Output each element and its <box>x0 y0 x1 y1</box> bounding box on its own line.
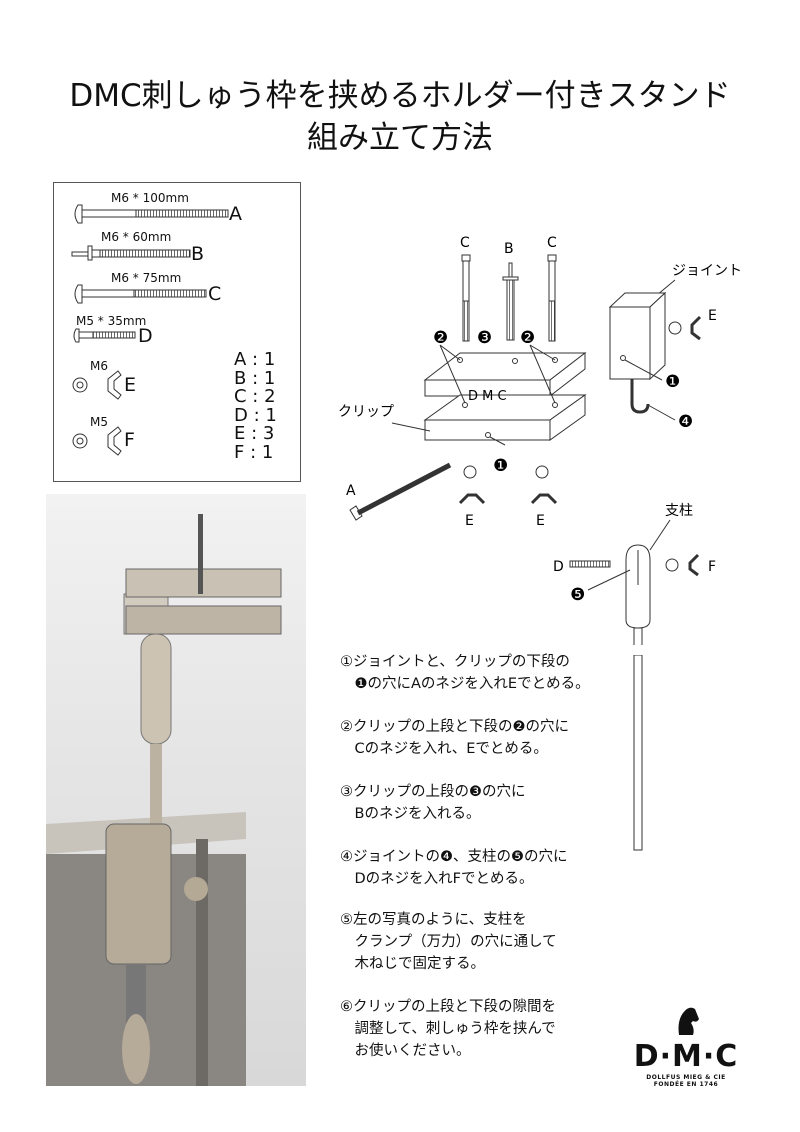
instruction-6: ⑥クリップの上段と下段の隙間を 調整して、刺しゅう枠を挟んで お使いください。 <box>340 996 556 1062</box>
instruction-2-line-2: Cのネジを入れ、Eでとめる。 <box>340 741 548 757</box>
instruction-6-line-3: お使いください。 <box>340 1043 471 1059</box>
washer-nut-e-icon <box>72 370 122 400</box>
instruction-1: ①ジョイントと、クリップの下段の ❶の穴にAのネジを入れEでとめる。 <box>340 651 590 695</box>
mark-2-left: ❷ <box>433 328 448 348</box>
part-f-spec: M5 <box>90 415 108 429</box>
parts-list: M6 * 100mm A M6 * 60mm B M6 * 75mm C M5 … <box>53 182 301 482</box>
horse-head-icon <box>678 1007 699 1035</box>
part-a-spec: M6 * 100mm <box>111 191 189 205</box>
clip-dmc-text: D M C <box>468 389 507 404</box>
count-f: F : 1 <box>234 441 274 463</box>
instruction-1-line-2: ❶の穴にAのネジを入れEでとめる。 <box>340 676 590 692</box>
instruction-2-line-1: ②クリップの上段と下段の❷の穴に <box>340 719 569 735</box>
logo-line-1: DOLLFUS MIEG & CIE <box>646 1074 726 1081</box>
e-label-1: E <box>465 513 474 529</box>
count-a: A : 1 <box>234 349 276 370</box>
bolt-b-label: B <box>504 241 514 257</box>
count-d: D : 1 <box>234 404 277 426</box>
count-c: C : 2 <box>234 386 276 407</box>
d-label: D <box>553 559 564 575</box>
instruction-3: ③クリップの上段の❸の穴に Bのネジを入れる。 <box>340 781 526 825</box>
instruction-5-line-3: 木ねじで固定する。 <box>340 956 485 972</box>
part-b-spec: M6 * 60mm <box>101 230 172 244</box>
instruction-3-line-1: ③クリップの上段の❸の穴に <box>340 784 526 800</box>
bolts-top-icon <box>461 254 557 342</box>
instruction-5-line-2: クランプ（万力）の穴に通して <box>340 934 557 950</box>
bolt-c-left-label: C <box>460 235 470 251</box>
joint-label: ジョイント <box>672 263 742 279</box>
part-f-letter: F <box>124 429 135 451</box>
e-label-2: E <box>536 513 545 529</box>
mark-5: ❺ <box>570 585 585 605</box>
title-line-1: DMC刺しゅう枠を挟めるホルダー付きスタンド <box>69 78 731 114</box>
mark-1-clip: ❶ <box>493 456 508 476</box>
bolt-c-right-label: C <box>547 235 557 251</box>
logo-name: D·M·C <box>633 1039 739 1074</box>
assembly-diagram: C B C D M C ❷ ❸ ❷ ❶ クリップ ジョイント E ❶ ❹ A E… <box>338 235 742 645</box>
instruction-5-line-1: ⑤左の写真のように、支柱を <box>340 912 527 928</box>
instruction-6-line-1: ⑥クリップの上段と下段の隙間を <box>340 999 556 1015</box>
instruction-2: ②クリップの上段と下段の❷の穴に Cのネジを入れ、Eでとめる。 <box>340 716 569 760</box>
mark-2-right: ❷ <box>520 328 535 348</box>
clip-label: クリップ <box>338 404 394 420</box>
title-line-2: 組み立て方法 <box>307 120 493 156</box>
instruction-5: ⑤左の写真のように、支柱を クランプ（万力）の穴に通して 木ねじで固定する。 <box>340 909 557 975</box>
count-e: E : 3 <box>234 423 275 444</box>
instruction-4: ④ジョイントの❹、支柱の❺の穴に Dのネジを入れFでとめる。 <box>340 846 568 890</box>
instruction-3-line-2: Bのネジを入れる。 <box>340 806 481 822</box>
stand-photo <box>46 494 306 1086</box>
bolt-b-icon <box>71 245 191 261</box>
mark-4: ❹ <box>678 412 693 432</box>
joint-e-label: E <box>708 308 717 324</box>
bolt-a-label: A <box>346 483 356 499</box>
instruction-4-line-2: Dのネジを入れFでとめる。 <box>340 871 534 887</box>
part-counts: A : 1 B : 1 C : 2 D : 1 E : 3 F : 1 <box>234 349 277 463</box>
stand-photo-illustration <box>46 514 282 1086</box>
mark-1-joint: ❶ <box>665 372 680 392</box>
logo-line-2: FONDÉE EN 1746 <box>653 1081 719 1088</box>
clip-icon <box>423 351 587 441</box>
post-rod-icon <box>633 655 643 851</box>
instruction-6-line-2: 調整して、刺しゅう枠を挟んで <box>340 1021 556 1037</box>
part-e-spec: M6 <box>90 359 108 373</box>
joint-icon <box>608 291 702 414</box>
post-label: 支柱 <box>665 503 693 519</box>
bolt-a-icon <box>74 204 229 224</box>
bolt-c-icon <box>74 284 207 304</box>
f-label: F <box>708 559 716 575</box>
part-a-letter: A <box>229 203 242 225</box>
count-b: B : 1 <box>234 367 276 389</box>
mark-3: ❸ <box>477 328 492 348</box>
part-b-letter: B <box>191 243 205 265</box>
part-d-letter: D <box>138 325 153 347</box>
part-e-letter: E <box>124 374 137 396</box>
washer-nut-f-icon <box>72 426 122 456</box>
part-c-letter: C <box>208 283 222 305</box>
post-icon <box>569 544 700 645</box>
instruction-1-line-1: ①ジョイントと、クリップの下段の <box>340 654 570 670</box>
bolt-a-diagram-icon <box>349 462 558 521</box>
dmc-logo: D·M·C DOLLFUS MIEG & CIE FONDÉE EN 1746 <box>626 1005 746 1088</box>
part-d-spec: M5 * 35mm <box>76 314 147 328</box>
bolt-d-icon <box>73 328 136 343</box>
parts-illustrations <box>71 204 229 456</box>
instruction-4-line-1: ④ジョイントの❹、支柱の❺の穴に <box>340 849 568 865</box>
part-c-spec: M6 * 75mm <box>111 271 182 285</box>
